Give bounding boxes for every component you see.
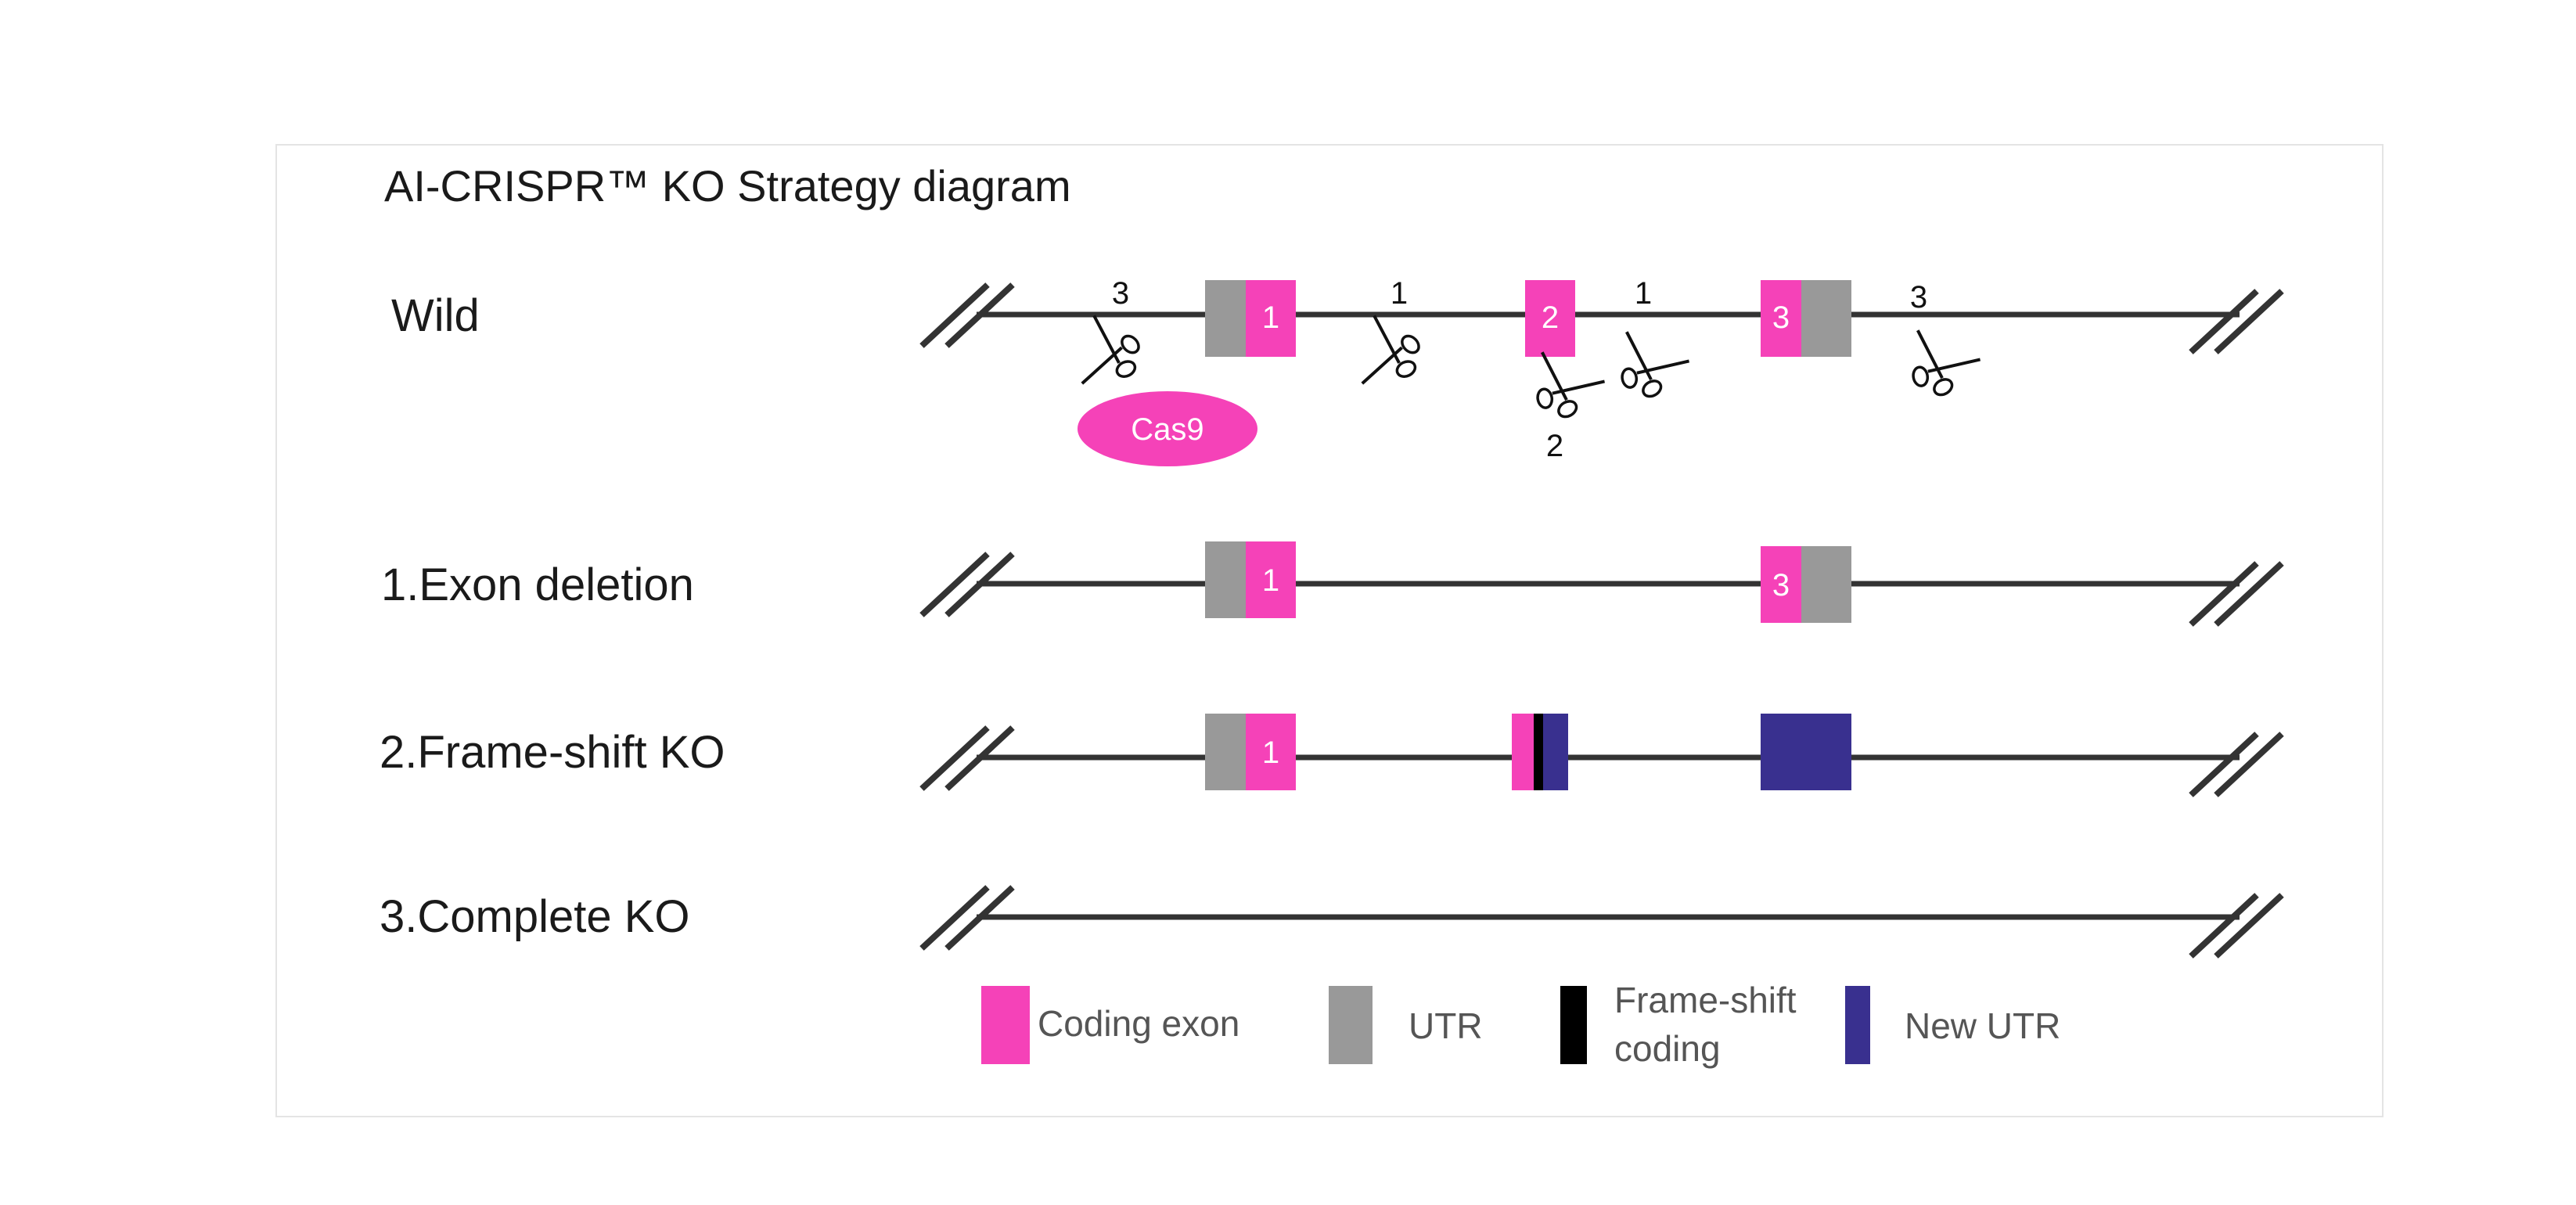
legend-swatch-frameshift — [1560, 986, 1587, 1064]
sgrna-label: 1 — [1635, 276, 1652, 311]
scissors-icon — [1518, 351, 1606, 431]
sgrna-label: 3 — [1112, 276, 1129, 311]
break-mark-right — [2189, 893, 2284, 959]
coding-exon-1 — [1246, 714, 1296, 790]
coding-exon-1 — [1246, 541, 1296, 618]
new-utr-box — [1761, 714, 1851, 790]
coding-exon-3 — [1761, 546, 1801, 623]
legend-label-utr: UTR — [1409, 1005, 1483, 1046]
break-mark-right — [2189, 732, 2284, 797]
legend — [981, 986, 1870, 1064]
sgrna-label: 3 — [1910, 280, 1927, 315]
exon-number: 2 — [1542, 300, 1559, 335]
utr-box — [1205, 714, 1246, 790]
exon-deletion-row: 1 3 — [919, 541, 2284, 627]
exon-number: 3 — [1772, 300, 1790, 335]
scissors-icon — [1080, 314, 1148, 394]
legend-label-frameshift-2: coding — [1614, 1028, 1721, 1069]
coding-exon-1 — [1246, 280, 1296, 357]
scissors-icon — [1603, 330, 1691, 411]
cas9-enzyme — [1078, 391, 1257, 466]
break-mark-left — [919, 885, 1015, 951]
row-label-complete-ko: 3.Complete KO — [380, 891, 690, 942]
exon-number: 1 — [1262, 563, 1279, 598]
break-mark-left — [919, 725, 1015, 791]
exon-number: 3 — [1772, 568, 1790, 602]
break-mark-left — [919, 552, 1015, 617]
break-mark-right — [2189, 561, 2284, 627]
cas9-label: Cas9 — [1131, 412, 1203, 447]
complete-ko-row — [919, 885, 2284, 959]
row-label-frameshift: 2.Frame-shift KO — [380, 727, 725, 778]
coding-exon-3 — [1761, 280, 1801, 357]
coding-exon-2 — [1525, 280, 1575, 357]
row-label-wild: Wild — [391, 290, 480, 341]
utr-box — [1205, 541, 1246, 618]
break-mark-left — [919, 282, 1015, 348]
legend-swatch-coding-exon — [981, 986, 1030, 1064]
legend-label-new-utr: New UTR — [1905, 1005, 2061, 1046]
legend-label-frameshift-1: Frame-shift — [1614, 980, 1797, 1020]
frameshift-coding — [1534, 714, 1543, 790]
utr-box — [1801, 546, 1851, 623]
legend-swatch-utr — [1329, 986, 1373, 1064]
legend-label-coding-exon: Coding exon — [1038, 1003, 1240, 1044]
frameshift-row: 1 — [919, 714, 2284, 797]
coding-exon-2-partial — [1512, 714, 1534, 790]
scissors-icon — [1894, 329, 1982, 409]
scissors-icon — [1360, 314, 1428, 394]
utr-box — [1801, 280, 1851, 357]
wild-row: 1 2 3 3 1 2 1 3 Cas9 — [919, 276, 2284, 466]
exon-number: 1 — [1262, 300, 1279, 335]
sgrna-label: 2 — [1546, 429, 1563, 463]
diagram-panel — [275, 144, 2384, 1117]
break-mark-right — [2189, 289, 2284, 354]
exon-number: 1 — [1262, 736, 1279, 770]
page-title: AI-CRISPR™ KO Strategy diagram — [384, 161, 1071, 210]
row-label-exon-deletion: 1.Exon deletion — [381, 559, 694, 610]
sgrna-label: 1 — [1391, 276, 1408, 311]
new-utr-box — [1543, 714, 1568, 790]
utr-box — [1205, 280, 1246, 357]
legend-swatch-new-utr — [1845, 986, 1870, 1064]
